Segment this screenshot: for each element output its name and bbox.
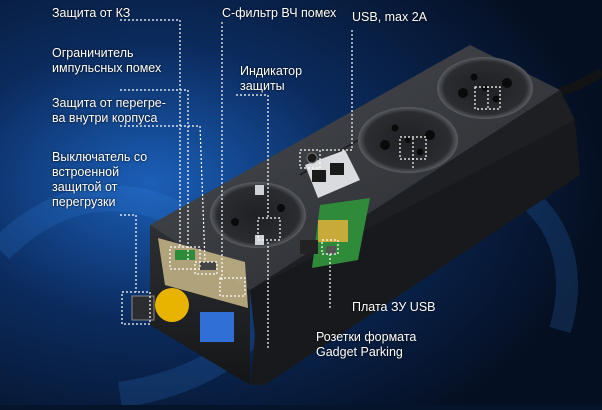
usb-ports [305,150,360,198]
socket-3 [437,57,533,119]
label-usb: USB, max 2A [352,10,428,24]
label-overheat: Защита от перегре-ва внутри корпуса [52,96,166,125]
power-switch [131,295,155,321]
usb-charger-board [300,198,370,268]
socket-2 [358,107,458,173]
label-rf-filter: С-фильтр ВЧ помех [222,6,337,20]
power-cord [558,68,602,97]
socket-1 [210,182,306,248]
strip-lower-face [250,120,580,385]
varistor [155,288,189,322]
callout-lines [120,19,501,348]
protection-board [131,238,248,342]
label-usb-board: Плата ЗУ USB [352,300,436,314]
capacitor [200,312,234,342]
label-short-circuit: Защита от КЗ [52,6,131,20]
